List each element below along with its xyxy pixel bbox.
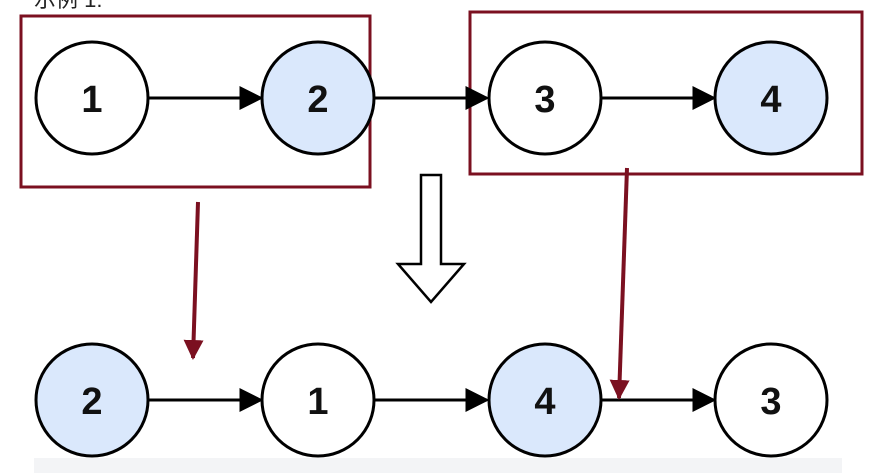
bottom-node-4-label: 3 [760, 381, 781, 423]
example-caption: 示例 1: [34, 0, 102, 11]
mapping-arrow-right [609, 167, 630, 400]
bottom-node-2-label: 1 [307, 381, 328, 423]
top-node-3-label: 3 [534, 79, 555, 121]
bottom-node-4 [713, 342, 829, 458]
top-node-3 [487, 40, 603, 156]
top-node-2-label: 2 [307, 79, 328, 121]
top-node-1 [34, 40, 150, 156]
mapping-arrow-left [183, 201, 204, 360]
bottom-node-1 [34, 342, 150, 458]
top-node-4-label: 4 [760, 79, 781, 121]
bottom-node-3-label: 4 [534, 381, 555, 423]
bottom-node-2 [260, 342, 376, 458]
code-panel-edge [34, 458, 842, 473]
top-node-4 [713, 40, 829, 156]
transform-down-arrow [395, 173, 467, 304]
top-node-2 [260, 40, 376, 156]
bottom-node-3 [487, 342, 603, 458]
bottom-node-1-label: 2 [81, 381, 102, 423]
top-node-1-label: 1 [81, 79, 102, 121]
